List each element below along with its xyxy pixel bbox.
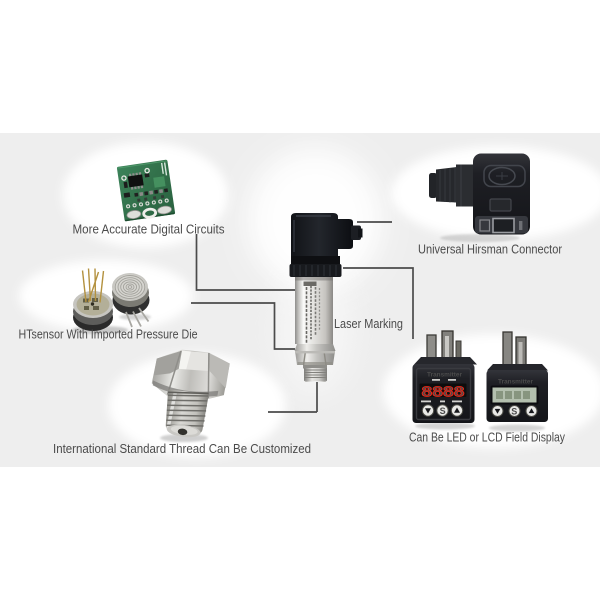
svg-text:Can Be LED or LCD Field Displa: Can Be LED or LCD Field Display [409, 430, 565, 445]
svg-text:8888: 8888 [422, 385, 465, 401]
svg-text:Transmitter: Transmitter [498, 379, 533, 386]
svg-text:Laser Marking: Laser Marking [334, 316, 403, 331]
svg-text:Universal Hirsman Connector: Universal Hirsman Connector [418, 242, 563, 257]
svg-text:HTsensor With Imported Pressur: HTsensor With Imported Pressure Die [19, 327, 198, 342]
svg-text:Transmitter: Transmitter [427, 372, 462, 379]
svg-text:International Standard Thread: International Standard Thread Can Be Cus… [53, 441, 311, 456]
svg-text:S: S [440, 406, 446, 416]
svg-text:S: S [511, 406, 517, 416]
svg-text:More Accurate Digital Circuits: More Accurate Digital Circuits [73, 222, 225, 237]
